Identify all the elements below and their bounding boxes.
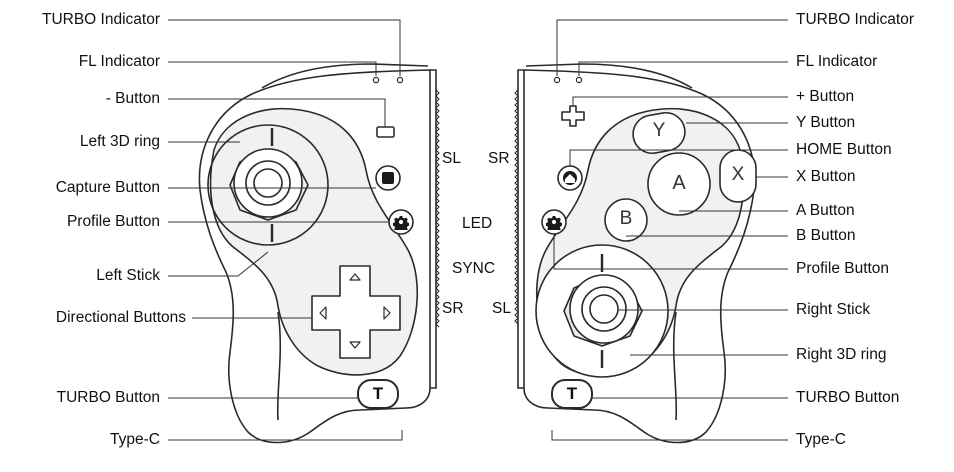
right-stick-inner bbox=[589, 294, 619, 324]
right-controller bbox=[514, 63, 757, 444]
a-button bbox=[647, 152, 711, 216]
leader-right-profile bbox=[553, 234, 788, 270]
label-right-plus-button: + Button bbox=[796, 88, 855, 105]
label-left-fl-indicator: FL Indicator bbox=[78, 53, 160, 70]
left-stick-mid bbox=[245, 160, 291, 206]
right-shoulder-lip bbox=[525, 63, 693, 89]
right-turbo-indicator-led bbox=[553, 76, 561, 84]
leader-left-turbo-indicator bbox=[168, 19, 401, 76]
label-right-a-button: A Button bbox=[796, 202, 855, 219]
label-sync: SYNC bbox=[452, 260, 496, 277]
leader-left-stick bbox=[168, 251, 269, 277]
y-button bbox=[632, 111, 686, 155]
left-stick-inner bbox=[253, 168, 283, 198]
leader-right-plus bbox=[572, 96, 788, 106]
leader-right-home bbox=[569, 149, 788, 166]
left-turbo-button bbox=[357, 379, 399, 409]
b-key-letter: B bbox=[619, 208, 633, 229]
left-fl-indicator-led bbox=[372, 76, 380, 84]
label-left-profile-button: Profile Button bbox=[66, 213, 160, 230]
y-key-letter: Y bbox=[652, 120, 666, 141]
leader-left-typec bbox=[168, 430, 403, 441]
label-left-turbo-button: TURBO Button bbox=[56, 389, 160, 406]
left-3d-ring bbox=[207, 124, 329, 246]
label-right-rail-sr: SR bbox=[488, 150, 510, 167]
a-key-letter: A bbox=[672, 172, 686, 194]
label-right-stick: Right Stick bbox=[796, 301, 871, 318]
label-left-rail-sl: SL bbox=[442, 150, 461, 167]
left-minus-button bbox=[376, 126, 395, 138]
left-thumb-area bbox=[209, 107, 419, 376]
dpad-right-arrow bbox=[383, 306, 391, 320]
label-right-typec: Type-C bbox=[796, 431, 846, 448]
left-rail bbox=[430, 69, 437, 389]
right-body-outline bbox=[523, 69, 756, 444]
leader-lines bbox=[168, 19, 788, 441]
label-right-y-button: Y Button bbox=[796, 114, 856, 131]
label-right-turbo-button: TURBO Button bbox=[796, 389, 900, 406]
left-turbo-key-letter: T bbox=[372, 384, 384, 403]
left-body-outline bbox=[198, 69, 431, 444]
label-left-capture-button: Capture Button bbox=[55, 179, 160, 196]
label-left-3d-ring: Left 3D ring bbox=[79, 133, 160, 150]
right-turbo-button bbox=[551, 379, 593, 409]
right-grip-contour bbox=[672, 311, 678, 421]
label-right-b-button: B Button bbox=[796, 227, 856, 244]
right-stick-outer bbox=[569, 274, 639, 344]
home-icon bbox=[563, 171, 577, 185]
left-shoulder-lip bbox=[261, 63, 429, 89]
right-plus-button bbox=[561, 105, 585, 127]
left-controller bbox=[198, 63, 440, 444]
dpad-up-arrow bbox=[349, 273, 361, 281]
label-right-fl-indicator: FL Indicator bbox=[796, 53, 878, 70]
label-left-minus-button: - Button bbox=[105, 90, 160, 107]
leader-right-typec bbox=[551, 430, 788, 441]
left-stick-outer bbox=[233, 148, 303, 218]
right-rail bbox=[517, 69, 524, 389]
label-right-profile-button: Profile Button bbox=[796, 260, 890, 277]
label-right-x-button: X Button bbox=[796, 168, 856, 185]
left-rail-teeth bbox=[435, 89, 440, 328]
right-turbo-key-letter: T bbox=[566, 384, 578, 403]
leader-right-fl-indicator bbox=[578, 61, 788, 76]
label-led: LED bbox=[462, 215, 493, 232]
label-left-typec: Type-C bbox=[110, 431, 160, 448]
left-capture-square bbox=[382, 172, 394, 184]
right-fl-indicator-led bbox=[575, 76, 583, 84]
left-grip-contour bbox=[276, 311, 282, 421]
label-left-stick: Left Stick bbox=[96, 267, 160, 284]
dpad-down-arrow bbox=[349, 341, 361, 349]
dpad-left-arrow bbox=[319, 306, 327, 320]
label-left-turbo-indicator: TURBO Indicator bbox=[41, 11, 160, 28]
left-dpad bbox=[311, 265, 401, 359]
label-left-rail-sr: SR bbox=[442, 300, 464, 317]
label-right-home-button: HOME Button bbox=[796, 141, 892, 158]
label-directional-buttons: Directional Buttons bbox=[55, 309, 186, 326]
x-key-letter: X bbox=[731, 164, 745, 185]
b-button bbox=[604, 198, 648, 242]
right-stick-mid bbox=[581, 286, 627, 332]
right-rail-teeth bbox=[514, 89, 519, 325]
leader-right-turbo-indicator bbox=[556, 19, 788, 76]
leader-left-fl-indicator bbox=[168, 61, 377, 76]
label-right-turbo-indicator: TURBO Indicator bbox=[796, 11, 915, 28]
label-right-3d-ring: Right 3D ring bbox=[796, 346, 887, 363]
left-turbo-indicator-led bbox=[396, 76, 404, 84]
leader-left-minus bbox=[168, 98, 386, 127]
label-right-rail-sl: SL bbox=[492, 300, 511, 317]
